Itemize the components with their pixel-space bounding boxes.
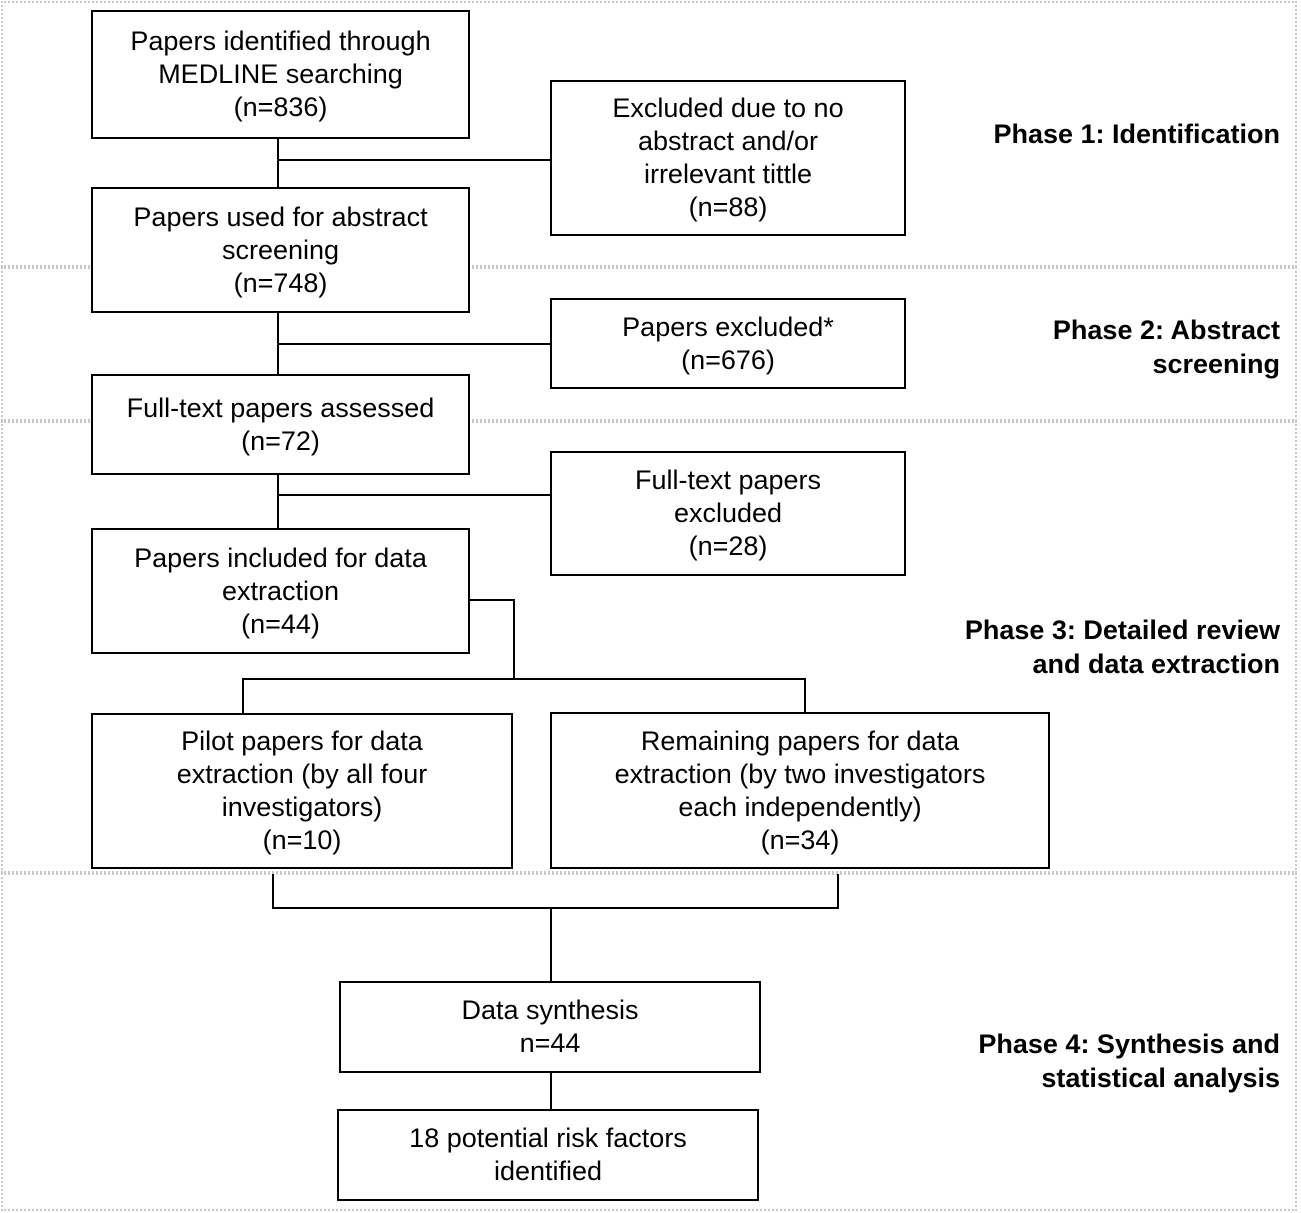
included-extraction-line-2: extraction bbox=[221, 575, 340, 606]
papers-excluded-box: Papers excluded* (n=676) bbox=[550, 298, 906, 389]
data-synthesis-count: n=44 bbox=[519, 1028, 581, 1058]
remaining-papers-box: Remaining papers for data extraction (by… bbox=[550, 712, 1050, 869]
identified-count: (n=836) bbox=[233, 92, 328, 122]
abstract-screening-line-1: Papers used for abstract bbox=[133, 201, 428, 232]
phase-4-label-line-1: Phase 4: Synthesis and bbox=[978, 1029, 1280, 1059]
remaining-papers-line-1: Remaining papers for data bbox=[640, 725, 960, 756]
abstract-screening-count: (n=748) bbox=[233, 267, 328, 298]
connector-merge bbox=[272, 874, 839, 909]
risk-factors-box: 18 potential risk factors identified bbox=[337, 1109, 759, 1201]
fulltext-assessed-line-1: Full-text papers assessed bbox=[126, 392, 435, 423]
data-synthesis-line-1: Data synthesis bbox=[461, 995, 639, 1025]
phase-3-band bbox=[1, 421, 1297, 873]
pilot-papers-count: (n=10) bbox=[262, 825, 342, 855]
fulltext-excluded-count: (n=28) bbox=[688, 531, 768, 561]
included-extraction-box: Papers included for data extraction (n=4… bbox=[91, 528, 470, 654]
phase-1-label-line-1: Phase 1: Identification bbox=[993, 119, 1280, 149]
phase-3-label-line-1: Phase 3: Detailed review bbox=[964, 615, 1280, 645]
phase-2-label-line-2: screening bbox=[1152, 349, 1280, 379]
fulltext-excluded-line-2: excluded bbox=[673, 498, 783, 528]
phase-3-label-line-2: and data extraction bbox=[1032, 649, 1280, 679]
phase-4-band bbox=[1, 873, 1297, 1211]
included-extraction-line-1: Papers included for data bbox=[134, 542, 427, 573]
identified-line-1: Papers identified through bbox=[130, 26, 431, 56]
risk-factors-line-1: 18 potential risk factors bbox=[409, 1123, 687, 1153]
identified-line-2: MEDLINE searching bbox=[158, 59, 403, 89]
data-synthesis-box: Data synthesis n=44 bbox=[339, 981, 761, 1073]
included-extraction-count: (n=44) bbox=[241, 608, 320, 639]
pilot-papers-line-2: extraction (by all four bbox=[176, 759, 428, 789]
connector-included-branch bbox=[469, 599, 515, 679]
remaining-papers-line-3: each independently) bbox=[678, 791, 922, 822]
phase-4-label-line-2: statistical analysis bbox=[1041, 1063, 1280, 1093]
excluded-title-line-3: irrelevant tittle bbox=[643, 159, 813, 189]
phase-2-label-line-1: Phase 2: Abstract bbox=[1052, 315, 1280, 345]
excluded-title-box: Excluded due to no abstract and/or irrel… bbox=[550, 80, 906, 236]
fulltext-excluded-line-1: Full-text papers bbox=[634, 465, 822, 495]
remaining-papers-count: (n=34) bbox=[760, 824, 840, 855]
excluded-title-count: (n=88) bbox=[688, 192, 768, 222]
fulltext-excluded-box: Full-text papers excluded (n=28) bbox=[550, 451, 906, 576]
abstract-screening-box: Papers used for abstract screening (n=74… bbox=[91, 187, 470, 313]
papers-excluded-line-1: Papers excluded* bbox=[622, 311, 834, 342]
phase-2-label: Phase 2: Abstract screening bbox=[1053, 313, 1280, 381]
fulltext-assessed-count: (n=72) bbox=[241, 425, 320, 456]
identified-box: Papers identified through MEDLINE search… bbox=[91, 10, 470, 139]
connector-split bbox=[242, 678, 806, 714]
fulltext-assessed-box: Full-text papers assessed (n=72) bbox=[91, 374, 470, 475]
pilot-papers-line-3: investigators) bbox=[221, 792, 383, 822]
abstract-screening-line-2: screening bbox=[221, 234, 340, 265]
pilot-papers-line-1: Pilot papers for data bbox=[181, 726, 423, 756]
phase-4-label: Phase 4: Synthesis and statistical analy… bbox=[978, 1027, 1280, 1095]
excluded-title-line-1: Excluded due to no bbox=[612, 93, 844, 123]
phase-3-label: Phase 3: Detailed review and data extrac… bbox=[965, 613, 1280, 681]
papers-excluded-count: (n=676) bbox=[681, 344, 775, 375]
phase-1-band bbox=[1, 1, 1297, 267]
remaining-papers-line-2: extraction (by two investigators bbox=[614, 758, 986, 789]
risk-factors-line-2: identified bbox=[493, 1156, 603, 1186]
pilot-papers-box: Pilot papers for data extraction (by all… bbox=[91, 713, 513, 869]
phase-2-band bbox=[1, 267, 1297, 421]
phase-1-label: Phase 1: Identification bbox=[993, 117, 1280, 151]
excluded-title-line-2: abstract and/or bbox=[637, 126, 819, 156]
